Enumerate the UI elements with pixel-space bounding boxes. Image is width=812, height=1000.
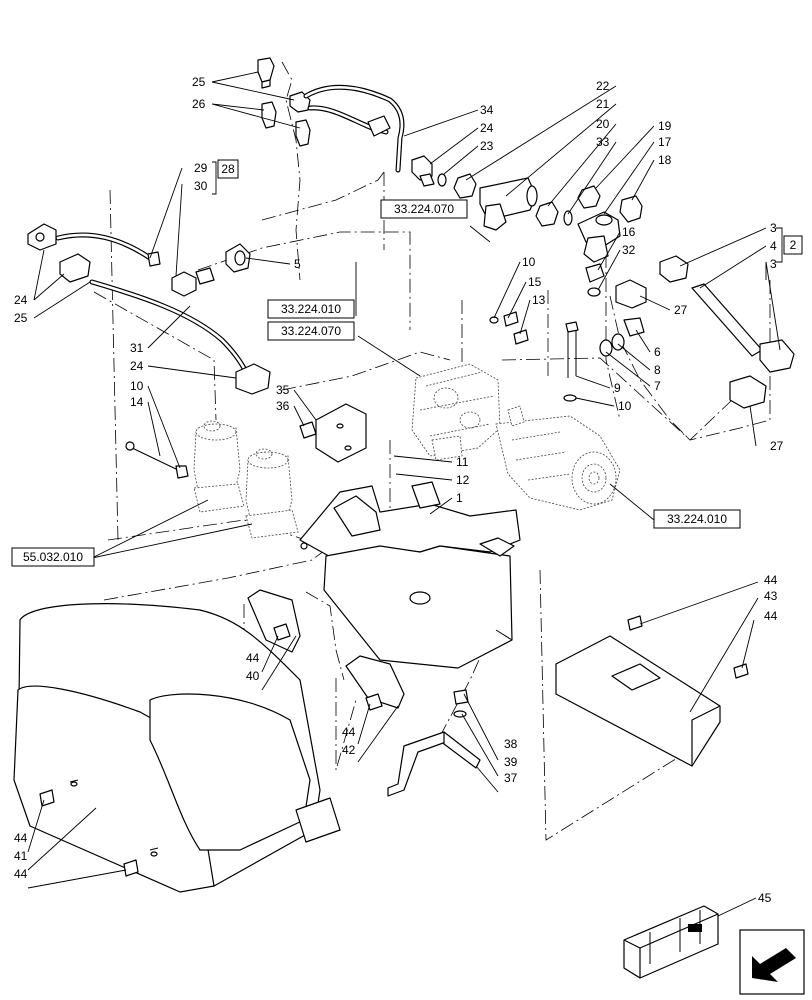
callout-6: 6 xyxy=(654,345,661,359)
callout-31: 31 xyxy=(130,341,144,355)
main-bracket xyxy=(299,481,521,669)
callout-12: 12 xyxy=(456,473,470,487)
bracket-42 xyxy=(345,655,405,711)
callout-17: 17 xyxy=(658,135,672,149)
callout-25: 25 xyxy=(14,311,28,325)
ref-box-33-224-070-top[interactable]: 33.224.070 xyxy=(380,199,468,219)
callout-18: 18 xyxy=(658,153,672,167)
upper-hose-assembly xyxy=(257,57,405,173)
callout-19: 19 xyxy=(658,119,672,133)
ref-box-2[interactable]: 2 xyxy=(783,235,803,255)
callout-20: 20 xyxy=(596,117,610,131)
callout-11: 11 xyxy=(456,455,469,469)
callout-15: 15 xyxy=(528,275,542,289)
callout-42: 42 xyxy=(342,743,356,757)
callout-41: 41 xyxy=(14,849,28,863)
bracket-40 xyxy=(247,589,301,653)
callout-5: 5 xyxy=(294,257,301,271)
bracket-2 xyxy=(776,227,783,263)
callout-30: 30 xyxy=(194,179,208,193)
callout-24: 24 xyxy=(14,293,28,307)
callout-9: 9 xyxy=(614,381,621,395)
callout-8: 8 xyxy=(654,363,661,377)
callout-38: 38 xyxy=(504,737,518,751)
callout-3: 3 xyxy=(770,221,777,235)
arrow-icon xyxy=(752,948,796,982)
callout-44: 44 xyxy=(246,651,260,665)
callout-32: 32 xyxy=(622,243,636,257)
callout-37: 37 xyxy=(504,771,518,785)
large-cover-41 xyxy=(13,603,341,893)
callout-44: 44 xyxy=(764,609,778,623)
callout-39: 39 xyxy=(504,755,518,769)
callout-29: 29 xyxy=(194,161,208,175)
callout-21: 21 xyxy=(596,97,610,111)
callout-44: 44 xyxy=(14,831,28,845)
bracket-35 xyxy=(299,403,367,463)
callout-3: 3 xyxy=(770,257,777,271)
upper-fitting-chain xyxy=(411,155,643,297)
callout-36: 36 xyxy=(276,399,290,413)
callout-24: 24 xyxy=(480,121,494,135)
callout-10: 10 xyxy=(522,255,536,269)
svg-text:33.224.010: 33.224.010 xyxy=(667,512,727,526)
ref-box-33-224-010-mid[interactable]: 33.224.010 xyxy=(267,299,355,319)
callout-27: 27 xyxy=(770,439,784,453)
leader-lines xyxy=(27,71,781,917)
callout-10: 10 xyxy=(618,399,632,413)
cover-plate-43 xyxy=(555,615,749,767)
callout-44: 44 xyxy=(14,867,28,881)
navigation-arrow-box[interactable] xyxy=(739,929,805,995)
pump-assembly-left xyxy=(411,363,501,461)
right-fittings xyxy=(489,255,795,409)
callout-40: 40 xyxy=(246,669,260,683)
ref-box-33-224-070-mid[interactable]: 33.224.070 xyxy=(267,321,355,341)
solenoid-valves xyxy=(125,420,299,539)
pump-assembly-right xyxy=(495,405,621,511)
ref-box-28[interactable]: 28 xyxy=(217,159,239,179)
callout-1: 1 xyxy=(456,491,463,505)
callout-45: 45 xyxy=(758,891,772,905)
callout-14: 14 xyxy=(130,395,144,409)
callout-34: 34 xyxy=(480,103,494,117)
callout-44: 44 xyxy=(342,725,356,739)
callout-43: 43 xyxy=(764,589,778,603)
callout-25: 25 xyxy=(192,75,206,89)
svg-text:33.224.070: 33.224.070 xyxy=(394,202,454,216)
callout-23: 23 xyxy=(480,139,494,153)
callout-26: 26 xyxy=(192,97,206,111)
support-37 xyxy=(387,689,481,797)
ref-box-33-224-010-right[interactable]: 33.224.010 xyxy=(653,509,741,529)
callout-numbers: 25 26 34 24 23 22 21 20 33 19 17 18 29 3… xyxy=(14,75,784,905)
svg-text:33.224.070: 33.224.070 xyxy=(281,324,341,338)
callout-44: 44 xyxy=(764,573,778,587)
callout-22: 22 xyxy=(596,79,610,93)
crate-icon xyxy=(623,905,719,979)
svg-text:2: 2 xyxy=(790,238,797,252)
callout-35: 35 xyxy=(276,383,290,397)
callout-4: 4 xyxy=(770,239,777,253)
callout-27: 27 xyxy=(674,303,688,317)
callout-33: 33 xyxy=(596,135,610,149)
callout-10: 10 xyxy=(130,379,144,393)
callout-7: 7 xyxy=(654,379,661,393)
svg-text:33.224.010: 33.224.010 xyxy=(281,302,341,316)
ref-box-55-032-010[interactable]: 55.032.010 xyxy=(11,547,95,567)
callout-13: 13 xyxy=(532,293,546,307)
callout-24: 24 xyxy=(130,359,144,373)
svg-text:55.032.010: 55.032.010 xyxy=(23,550,83,564)
bracket-28 xyxy=(212,161,217,195)
svg-text:28: 28 xyxy=(221,162,235,176)
callout-16: 16 xyxy=(622,225,636,239)
left-hose-assembly xyxy=(27,223,271,395)
